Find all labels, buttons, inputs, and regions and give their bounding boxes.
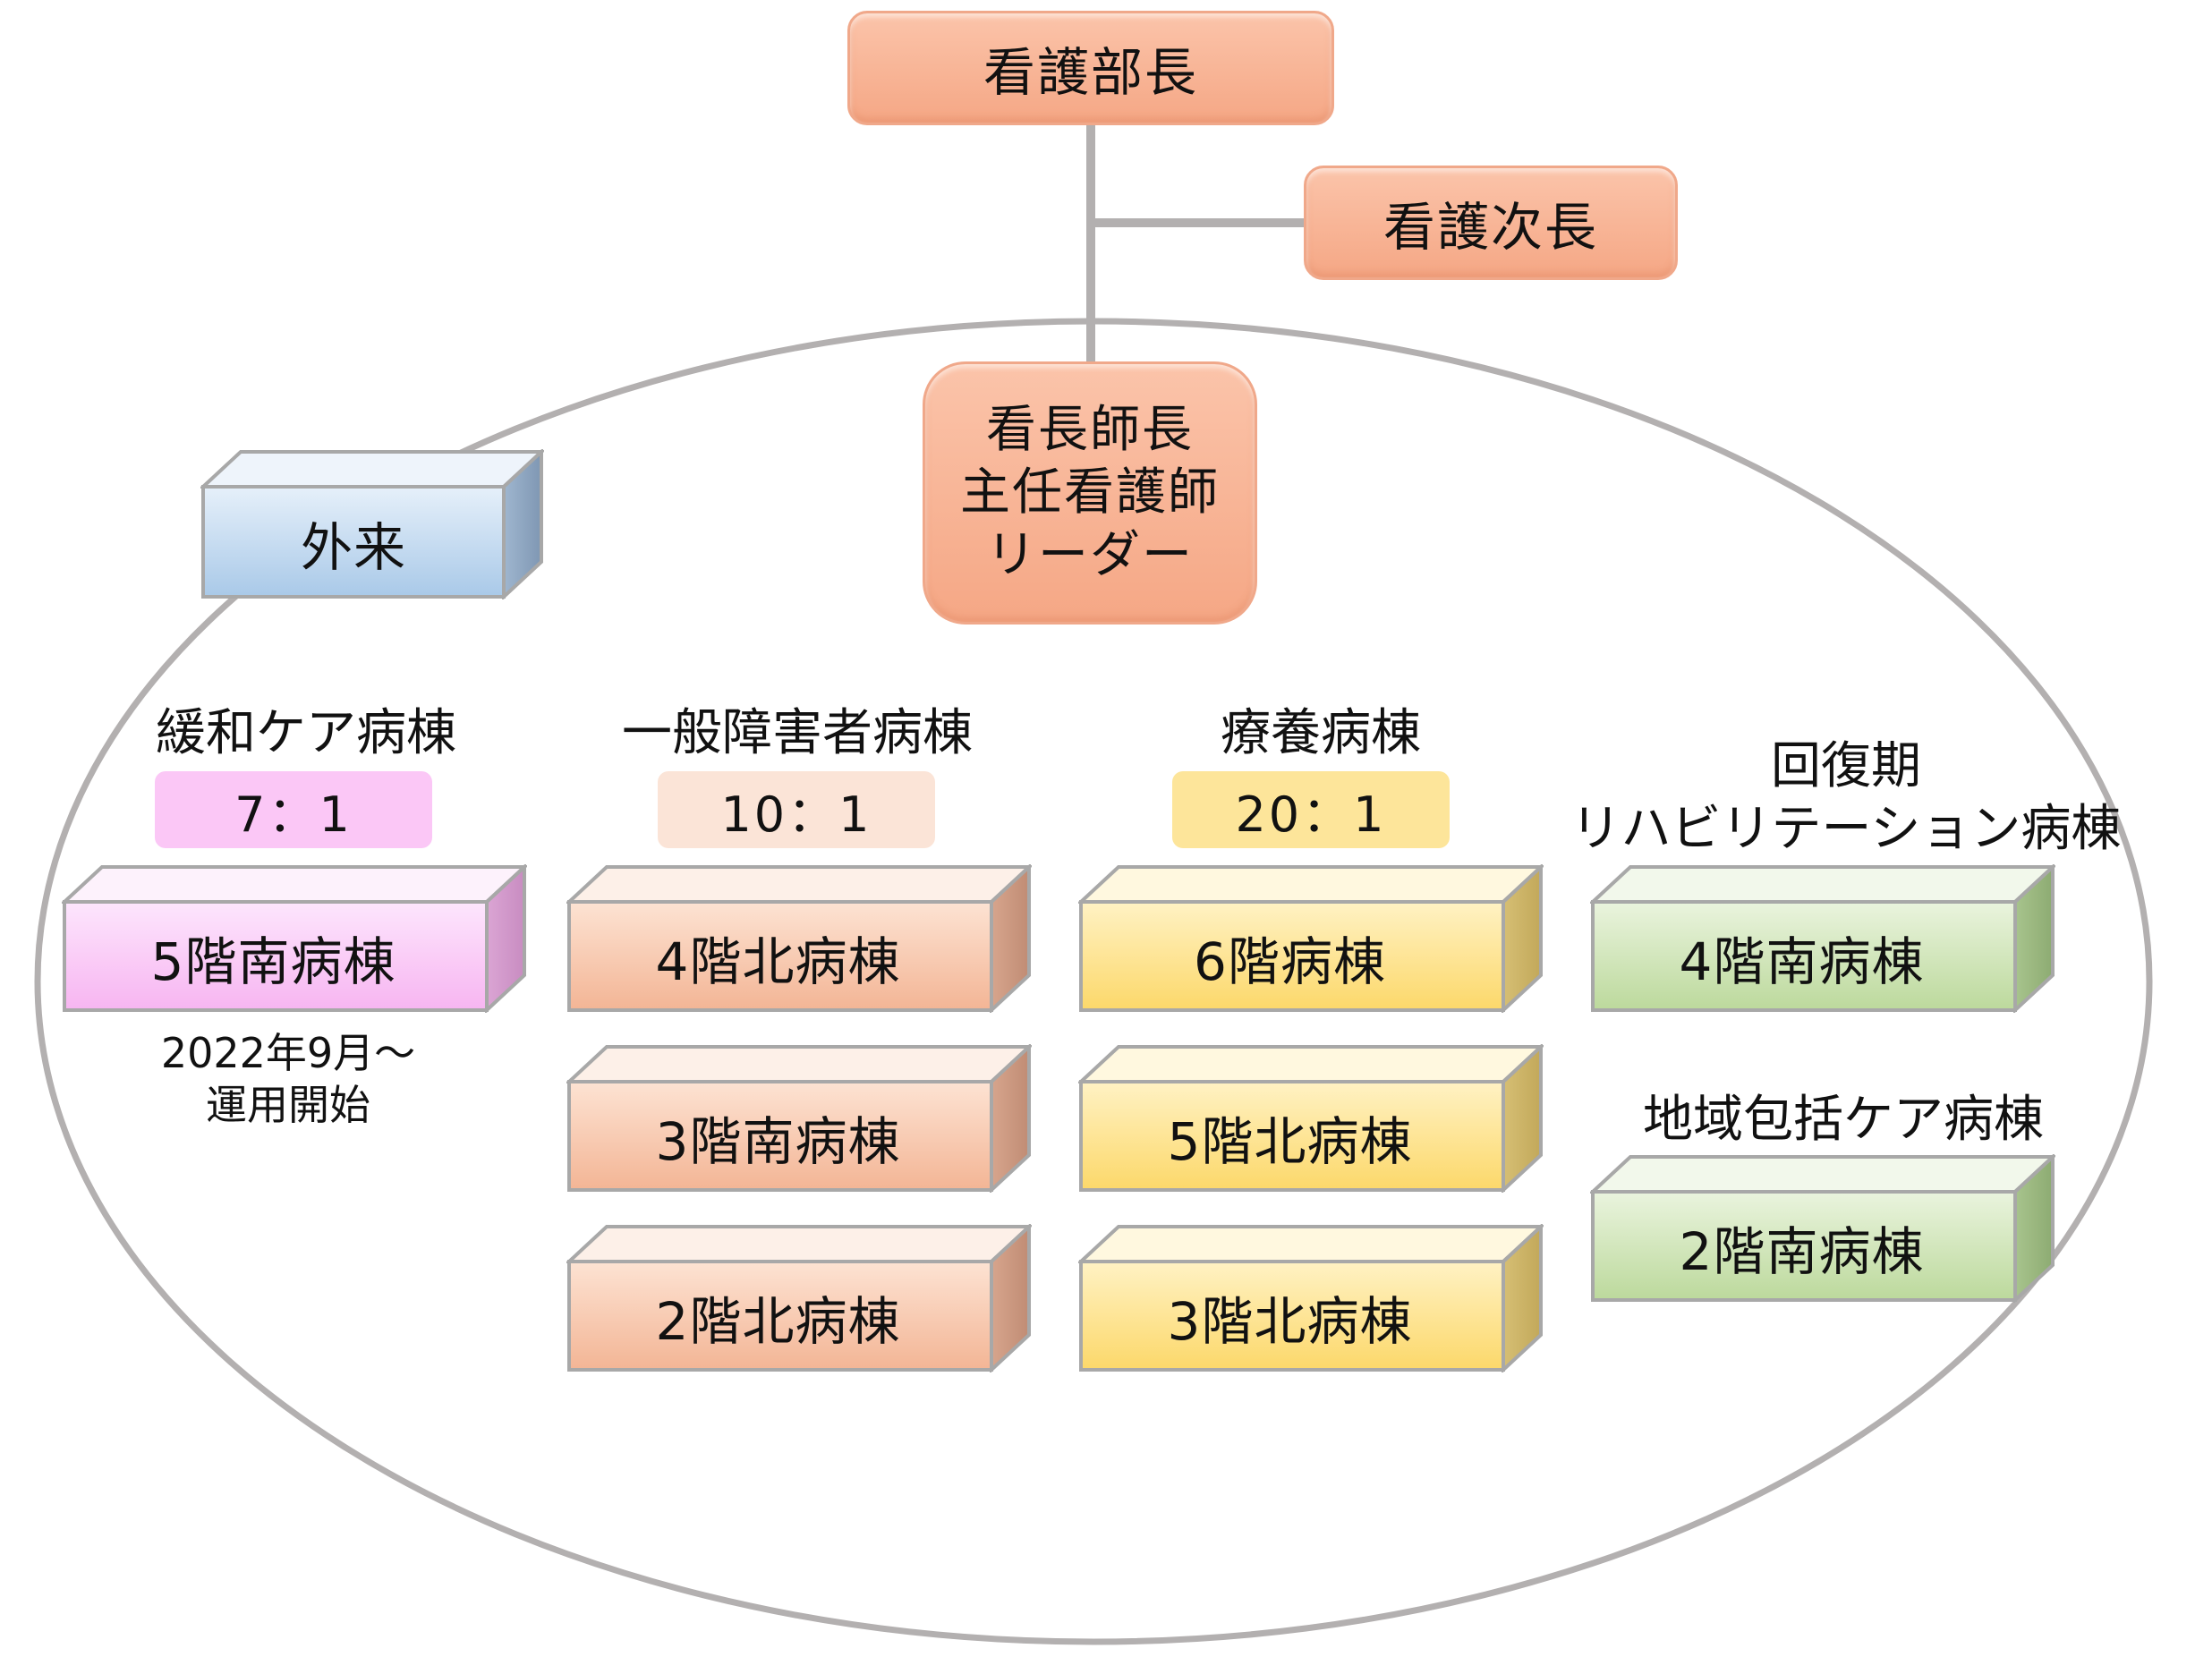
palliative-ratio-badge: 7：1 — [155, 771, 432, 848]
unit-leaders-box: 看長師長 主任看護師 リーダー — [923, 361, 1257, 625]
ward-2s-community-label: 2階南病棟 — [1679, 1221, 1925, 1282]
ward-block: 2階北病棟 — [566, 1224, 1032, 1372]
ward-block: 4階南病棟 — [1590, 864, 2055, 1013]
palliative-start-note: 2022年9月～ 運用開始 — [100, 1027, 476, 1131]
ward-block: 3階北病棟 — [1078, 1224, 1544, 1372]
director-box: 看護部長 — [847, 11, 1334, 125]
palliative-start-date: 2022年9月～ — [160, 1029, 416, 1077]
long-term-care-ratio-badge: 20：1 — [1172, 771, 1450, 848]
ward-5s-palliative-label: 5階南病棟 — [150, 931, 396, 992]
outpatient-block: 外来 — [200, 449, 544, 599]
ward-block: 5階南病棟 — [62, 864, 527, 1013]
palliative-heading: 緩和ケア病棟 — [156, 704, 456, 762]
director-label: 看護部長 — [983, 42, 1198, 103]
deputy-director-label: 看護次長 — [1382, 197, 1598, 258]
chief-nurse-label: 主任看護師 — [960, 463, 1220, 522]
outpatient-label: 外来 — [300, 517, 406, 578]
ward-4n-label: 4階北病棟 — [655, 931, 901, 992]
ward-block: 4階北病棟 — [566, 864, 1032, 1013]
deputy-director-box: 看護次長 — [1304, 166, 1678, 280]
palliative-start-text: 運用開始 — [206, 1081, 370, 1129]
ward-3n-label: 3階北病棟 — [1167, 1291, 1413, 1352]
leader-label: リーダー — [986, 526, 1194, 584]
long-term-care-heading: 療養病棟 — [1221, 704, 1421, 762]
ward-2n-label: 2階北病棟 — [655, 1291, 901, 1352]
ward-block: 6階病棟 — [1078, 864, 1544, 1013]
ward-3s-label: 3階南病棟 — [655, 1111, 901, 1172]
ward-block: 5階北病棟 — [1078, 1044, 1544, 1193]
ward-5n-label: 5階北病棟 — [1167, 1111, 1413, 1172]
general-disability-ratio-badge: 10：1 — [658, 771, 935, 848]
head-nurse-label: 看長師長 — [986, 401, 1194, 459]
ward-block: 3階南病棟 — [566, 1044, 1032, 1193]
general-disability-heading: 一般障害者病棟 — [622, 704, 973, 762]
rehabilitation-heading: 回復期 リハビリテーション病棟 — [1528, 735, 2164, 861]
ward-6-label: 6階病棟 — [1194, 931, 1386, 992]
rehabilitation-heading-line1: 回復期 — [1771, 737, 1921, 795]
ward-block: 2階南病棟 — [1590, 1154, 2055, 1303]
ward-4s-rehab-label: 4階南病棟 — [1679, 931, 1925, 992]
rehabilitation-heading-line2: リハビリテーション病棟 — [1570, 800, 2122, 858]
community-care-heading: 地域包括ケア病棟 — [1643, 1091, 2044, 1149]
